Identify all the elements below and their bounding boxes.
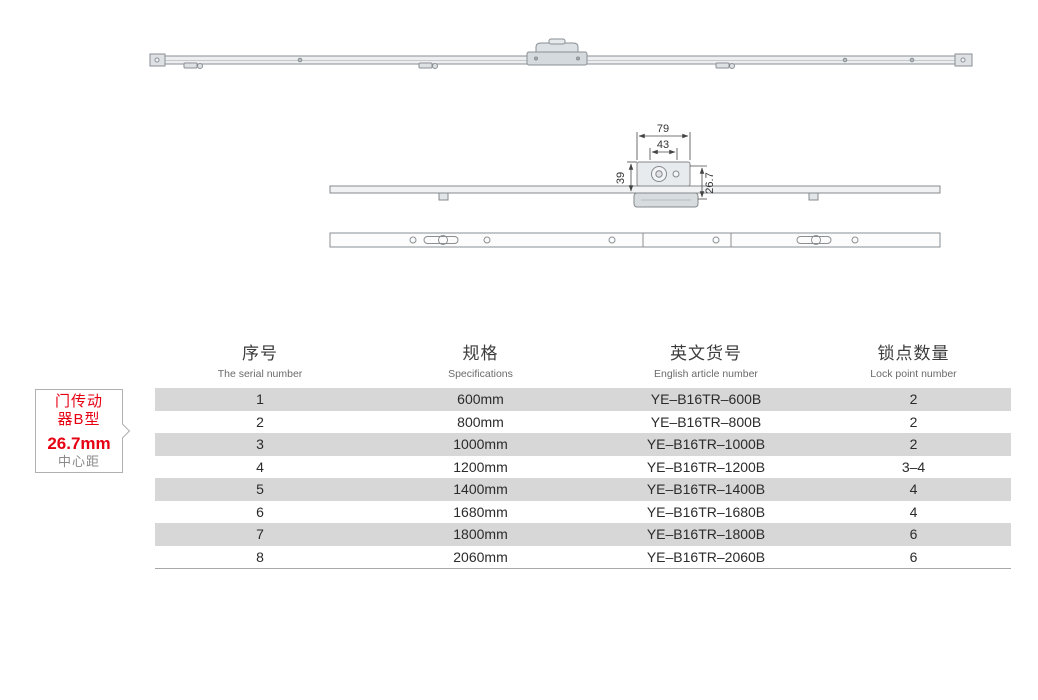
center-distance-value: 26.7mm — [47, 434, 111, 453]
col-header-lockpoints: 锁点数量 Lock point number — [870, 344, 957, 380]
cell-lockpoints: 4 — [909, 503, 918, 520]
cell-article: YE–B16TR–800B — [650, 413, 762, 430]
cell-article: YE–B16TR–1200B — [646, 458, 766, 475]
cell-lockpoints: 4 — [909, 481, 918, 498]
cell-spec: 1000mm — [453, 436, 508, 453]
cell-article: YE–B16TR–2060B — [646, 548, 766, 565]
dimension-labels: 79 43 39 26.7 — [615, 123, 716, 194]
cell-lockpoints: 2 — [909, 391, 918, 408]
profile-drawing — [329, 232, 941, 248]
col-header-article: 英文货号 English article number — [654, 344, 758, 380]
cell-spec: 800mm — [457, 413, 504, 430]
product-name-line2: 器B型 — [57, 411, 101, 428]
cell-article: YE–B16TR–1400B — [646, 481, 766, 498]
top-assembly-drawing — [149, 38, 973, 69]
dimension-lines — [627, 132, 707, 200]
cell-serial: 8 — [256, 548, 264, 565]
cell-spec: 1200mm — [453, 458, 508, 475]
product-name-line1: 门传动 — [54, 393, 103, 410]
cell-lockpoints: 3–4 — [901, 458, 926, 475]
table-row: 6 1680mm YE–B16TR–1680B 4 — [155, 501, 1011, 524]
cell-article: YE–B16TR–600B — [650, 391, 762, 408]
dim-center-distance-label: 26.7 — [704, 172, 716, 193]
product-type-callout: 门传动 器B型 26.7mm 中心距 — [35, 389, 123, 473]
cell-lockpoints: 2 — [909, 413, 918, 430]
dim-inner-width-label: 43 — [657, 139, 669, 151]
table-row: 3 1000mm YE–B16TR–1000B 2 — [155, 433, 1011, 456]
col-header-spec: 规格 Specifications — [448, 344, 513, 380]
table-row: 8 2060mm YE–B16TR–2060B 6 — [155, 546, 1011, 569]
table-header: 序号 The serial number 规格 Specifications 英… — [155, 339, 1011, 388]
cell-serial: 3 — [256, 436, 264, 453]
technical-drawing: 79 43 39 26.7 — [149, 38, 973, 248]
cell-spec: 1800mm — [453, 526, 508, 543]
table-row: 1 600mm YE–B16TR–600B 2 — [155, 388, 1011, 411]
cell-article: YE–B16TR–1680B — [646, 503, 766, 520]
detail-drawing — [329, 161, 941, 208]
cell-spec: 1400mm — [453, 481, 508, 498]
cell-spec: 2060mm — [453, 548, 508, 565]
cell-serial: 4 — [256, 458, 264, 475]
table-row: 7 1800mm YE–B16TR–1800B 6 — [155, 523, 1011, 546]
spec-table: 序号 The serial number 规格 Specifications 英… — [155, 339, 1011, 569]
cell-spec: 1680mm — [453, 503, 508, 520]
table-row: 5 1400mm YE–B16TR–1400B 4 — [155, 478, 1011, 501]
center-distance-label: 中心距 — [57, 454, 100, 469]
cell-serial: 5 — [256, 481, 264, 498]
cell-serial: 2 — [256, 413, 264, 430]
table-row: 2 800mm YE–B16TR–800B 2 — [155, 411, 1011, 434]
dim-outer-width-label: 79 — [657, 123, 669, 135]
cell-lockpoints: 6 — [909, 548, 918, 565]
cell-spec: 600mm — [457, 391, 504, 408]
cell-serial: 7 — [256, 526, 264, 543]
lock-bracket — [183, 62, 735, 69]
dim-height-label: 39 — [615, 172, 627, 184]
cell-article: YE–B16TR–1000B — [646, 436, 766, 453]
cell-article: YE–B16TR–1800B — [646, 526, 766, 543]
col-header-serial: 序号 The serial number — [217, 344, 303, 380]
cell-serial: 1 — [256, 391, 264, 408]
cell-lockpoints: 6 — [909, 526, 918, 543]
cell-serial: 6 — [256, 503, 264, 520]
table-row: 4 1200mm YE–B16TR–1200B 3–4 — [155, 456, 1011, 479]
cell-lockpoints: 2 — [909, 436, 918, 453]
